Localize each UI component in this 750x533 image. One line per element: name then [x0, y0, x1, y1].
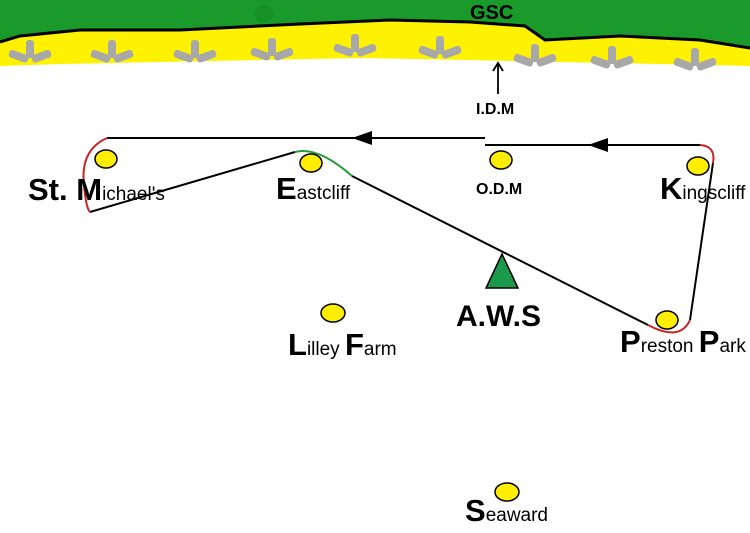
groyne-icon — [333, 34, 377, 57]
land-area — [0, 0, 750, 48]
groyne-icon — [590, 46, 634, 69]
station-label-preston-park: Preston Park — [620, 324, 746, 359]
curve-st-michaels — [82, 137, 108, 213]
direction-arrow-icon — [352, 131, 372, 145]
groyne-icon — [673, 48, 717, 71]
station-label-st-michaels: St. Michael's — [28, 172, 165, 207]
groyne-icon — [173, 40, 217, 63]
station-label-odm: O.D.M — [476, 181, 522, 198]
idm-label: I.D.M — [476, 101, 514, 118]
groyne-icon — [90, 40, 134, 63]
station-marker-seaward — [494, 482, 520, 502]
station-marker-preston-park — [655, 310, 679, 330]
station-markers — [94, 149, 710, 502]
groyne-icon — [513, 44, 557, 67]
coastline — [0, 18, 750, 50]
groyne-icon — [8, 40, 52, 63]
groyne-icon — [250, 38, 294, 61]
curve-preston-park — [647, 319, 691, 334]
gsc-label: GSC — [470, 2, 513, 24]
station-marker-eastcliff — [299, 153, 323, 173]
station-label-eastcliff: Eastcliff — [276, 171, 351, 206]
station-label-seaward: Seaward — [465, 493, 548, 528]
curve-eastcliff — [294, 150, 353, 177]
aws-triangle-icon — [484, 252, 520, 289]
station-marker-st-michaels — [94, 149, 118, 169]
idm-arrow-icon — [492, 61, 504, 94]
station-marker-kingscliff — [686, 156, 710, 176]
route-path — [82, 137, 715, 334]
aws-label: A.W.S — [456, 300, 541, 333]
station-marker-lilley-farm — [320, 303, 346, 323]
station-label-lilley-farm: Lilley Farm — [288, 327, 397, 362]
station-marker-odm — [489, 150, 513, 170]
curve-kingscliff — [699, 144, 715, 164]
station-label-kingscliff: Kingscliff — [660, 171, 746, 206]
groyne-row — [8, 34, 717, 71]
groyne-icon — [418, 36, 462, 59]
land-marker-dot — [255, 5, 273, 23]
direction-arrow-icon — [588, 138, 608, 152]
